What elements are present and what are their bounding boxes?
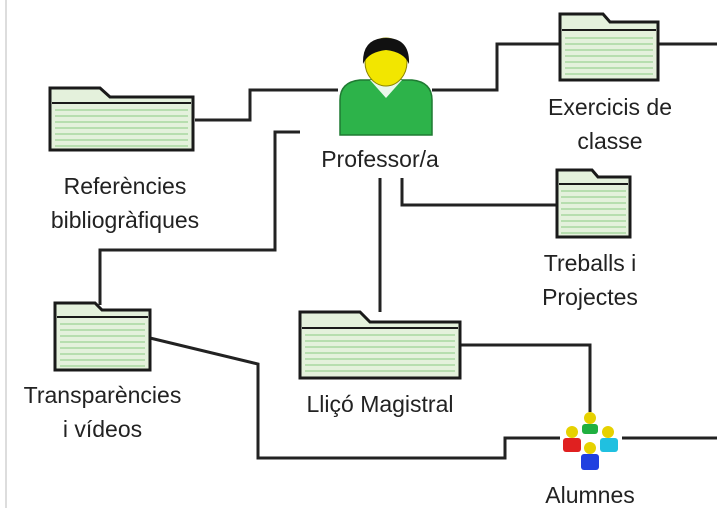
folder-icon-lliço xyxy=(298,310,462,380)
treballs-label-line-1: Treballs i xyxy=(543,250,637,276)
professor-label: Professor/a xyxy=(305,142,455,176)
folder-icon-treballs xyxy=(555,168,632,239)
folder-icon-exercicis xyxy=(558,12,660,82)
treballs-label-line-2: Projectes xyxy=(542,284,638,310)
connector-lliço-alumnes xyxy=(460,343,592,412)
transparencies-label: Transparències i vídeos xyxy=(0,378,205,446)
transparencies-label-line-2: i vídeos xyxy=(62,416,143,442)
exercicis-label-line-1: Exercicis de xyxy=(548,94,672,120)
lliço-label: Lliçó Magistral xyxy=(280,387,480,421)
transparencies-label-line-1: Transparències xyxy=(23,382,182,408)
connectors xyxy=(98,42,717,460)
connector-professor-treballs xyxy=(400,178,557,207)
folder-icon-transparencies xyxy=(53,301,152,372)
referencies-label-line-2: bibliogràfiques xyxy=(50,207,200,233)
connector-referencies-professor xyxy=(195,88,338,122)
referencies-label: Referències bibliogràfiques xyxy=(25,169,225,237)
alumnes-label: Alumnes xyxy=(520,478,660,512)
students-icon xyxy=(563,412,618,470)
teacher-icon xyxy=(339,37,433,136)
connector-transparencies-alumnes xyxy=(149,336,560,460)
alumnes-label-text: Alumnes xyxy=(545,482,635,508)
professor-label-text: Professor/a xyxy=(321,146,439,172)
connector-professor-transparencies xyxy=(98,130,300,305)
referencies-label-line-1: Referències xyxy=(63,173,187,199)
folder-icon-referencies xyxy=(48,86,195,152)
connector-professor-exercicis xyxy=(432,42,560,92)
treballs-label: Treballs i Projectes xyxy=(510,246,670,314)
exercicis-label: Exercicis de classe xyxy=(520,90,700,158)
exercicis-label-line-2: classe xyxy=(577,128,643,154)
lliço-label-text: Lliçó Magistral xyxy=(306,391,454,417)
